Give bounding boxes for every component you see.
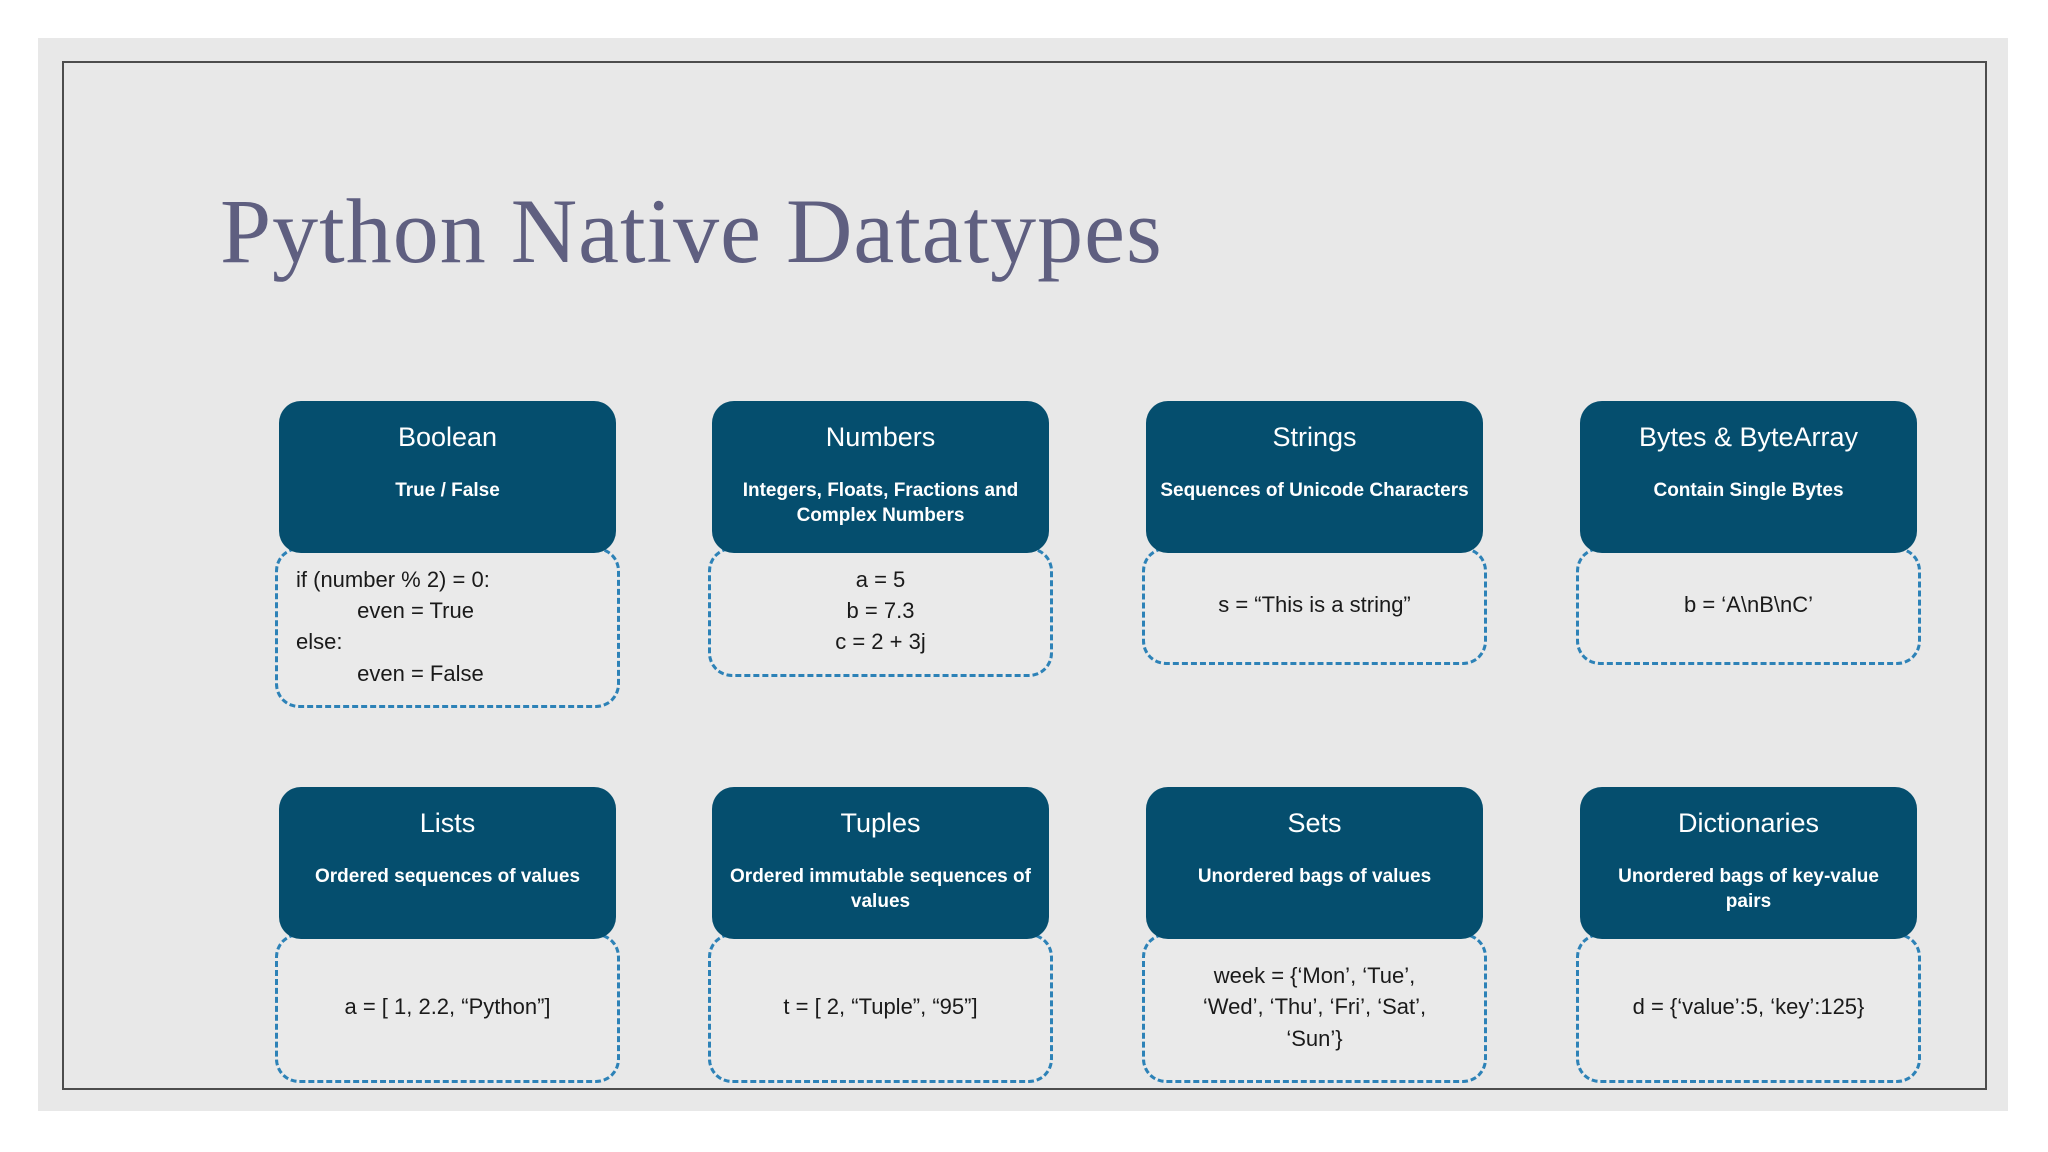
card-code-bytes-bytearray: b = ‘A\nB\nC’	[1576, 547, 1921, 665]
card-header-bytes-bytearray: Bytes & ByteArray Contain Single Bytes	[1580, 401, 1917, 553]
card-sets: Sets Unordered bags of values week = {‘M…	[1142, 787, 1487, 1083]
card-bytes-bytearray: Bytes & ByteArray Contain Single Bytes b…	[1576, 401, 1921, 665]
card-title-numbers: Numbers	[825, 422, 936, 452]
code-line: s = “This is a string”	[1218, 592, 1411, 618]
card-header-lists: Lists Ordered sequences of values	[279, 787, 616, 939]
datatype-card-grid: Boolean True / False if (number % 2) = 0…	[64, 63, 1985, 1088]
card-strings: Strings Sequences of Unicode Characters …	[1142, 401, 1487, 665]
card-subtitle-sets: Unordered bags of values	[1197, 866, 1432, 888]
code-line: c = 2 + 3j	[835, 629, 926, 655]
card-dictionaries: Dictionaries Unordered bags of key-value…	[1576, 787, 1921, 1083]
card-code-dictionaries: d = {‘value’:5, ‘key’:125}	[1576, 933, 1921, 1083]
card-subtitle-tuples: Ordered immutable sequences of values	[730, 866, 1031, 912]
card-header-dictionaries: Dictionaries Unordered bags of key-value…	[1580, 787, 1917, 939]
code-line: b = 7.3	[846, 598, 915, 624]
card-subtitle-strings: Sequences of Unicode Characters	[1160, 480, 1469, 502]
card-title-strings: Strings	[1272, 422, 1357, 452]
card-title-dictionaries: Dictionaries	[1677, 808, 1820, 838]
card-tuples: Tuples Ordered immutable sequences of va…	[708, 787, 1053, 1083]
code-line: b = ‘A\nB\nC’	[1683, 592, 1813, 618]
card-title-bytes-bytearray: Bytes & ByteArray	[1638, 422, 1859, 452]
code-line: t = [ 2, “Tuple”, “95”]	[783, 994, 978, 1020]
card-boolean: Boolean True / False if (number % 2) = 0…	[275, 401, 620, 708]
card-subtitle-bytes-bytearray: Contain Single Bytes	[1653, 480, 1844, 502]
card-header-boolean: Boolean True / False	[279, 401, 616, 553]
code-line: week = {‘Mon’, ‘Tue’,	[1213, 963, 1416, 989]
card-title-lists: Lists	[419, 808, 476, 838]
card-title-sets: Sets	[1287, 808, 1342, 838]
card-code-lists: a = [ 1, 2.2, “Python”]	[275, 933, 620, 1083]
card-subtitle-numbers: Integers, Floats, Fractions and Complex …	[742, 480, 1019, 526]
code-line: d = {‘value’:5, ‘key’:125}	[1632, 994, 1865, 1020]
code-line: even = True	[296, 598, 474, 624]
card-code-tuples: t = [ 2, “Tuple”, “95”]	[708, 933, 1053, 1083]
card-code-boolean: if (number % 2) = 0: even = True else: e…	[275, 547, 620, 708]
code-line: a = [ 1, 2.2, “Python”]	[344, 994, 551, 1020]
card-subtitle-boolean: True / False	[395, 480, 500, 502]
card-lists: Lists Ordered sequences of values a = [ …	[275, 787, 620, 1083]
code-line: ‘Wed’, ‘Thu’, ‘Fri’, ‘Sat’,	[1202, 994, 1427, 1020]
card-subtitle-lists: Ordered sequences of values	[314, 866, 581, 888]
card-code-sets: week = {‘Mon’, ‘Tue’, ‘Wed’, ‘Thu’, ‘Fri…	[1142, 933, 1487, 1083]
poster-panel: Python Native Datatypes Boolean True / F…	[38, 38, 2008, 1111]
code-line: a = 5	[855, 567, 906, 592]
code-line: else:	[296, 629, 343, 655]
card-subtitle-dictionaries: Unordered bags of key-value pairs	[1618, 866, 1879, 912]
card-header-strings: Strings Sequences of Unicode Characters	[1146, 401, 1483, 553]
card-header-tuples: Tuples Ordered immutable sequences of va…	[712, 787, 1049, 939]
code-line: ‘Sun’}	[1286, 1025, 1343, 1051]
code-line: if (number % 2) = 0:	[296, 567, 490, 592]
poster-inner-frame: Python Native Datatypes Boolean True / F…	[62, 61, 1987, 1090]
page-title: Python Native Datatypes	[220, 180, 1163, 282]
card-code-numbers: a = 5 b = 7.3 c = 2 + 3j	[708, 547, 1053, 677]
card-header-numbers: Numbers Integers, Floats, Fractions and …	[712, 401, 1049, 553]
card-code-strings: s = “This is a string”	[1142, 547, 1487, 665]
code-line: even = False	[296, 660, 484, 686]
card-title-boolean: Boolean	[397, 422, 498, 452]
card-numbers: Numbers Integers, Floats, Fractions and …	[708, 401, 1053, 677]
card-title-tuples: Tuples	[840, 808, 921, 838]
card-header-sets: Sets Unordered bags of values	[1146, 787, 1483, 939]
